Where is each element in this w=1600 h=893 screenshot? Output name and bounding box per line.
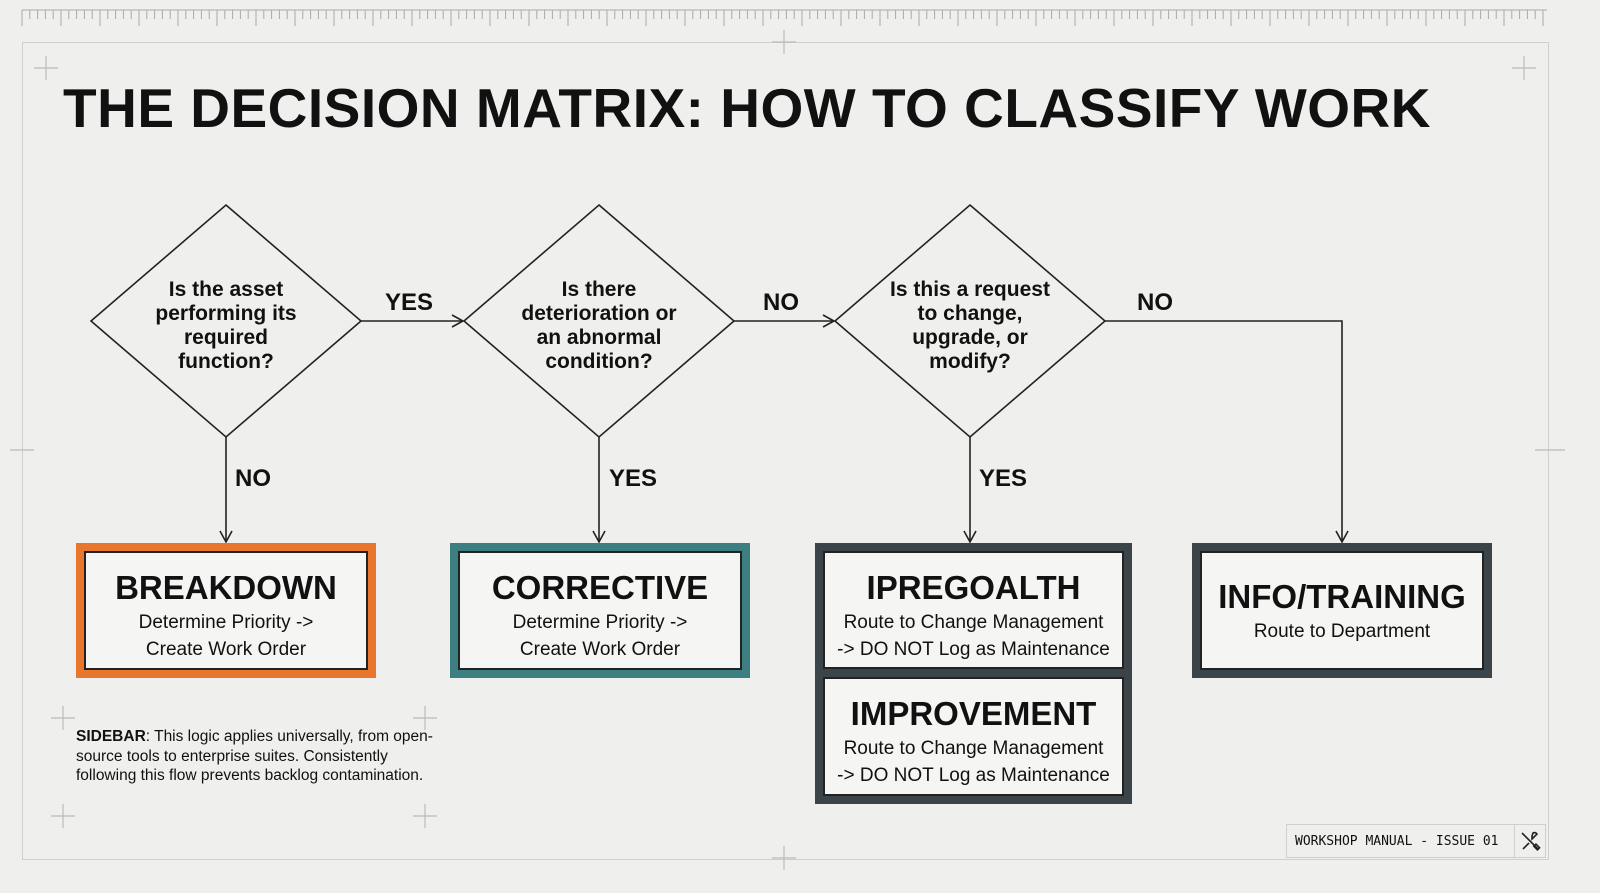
outcome-line: Determine Priority -> <box>138 612 314 633</box>
outcome-line: Determine Priority -> <box>512 612 688 633</box>
edge-label-no: NO <box>763 289 799 316</box>
sidebar-text: : This logic applies universally, from o… <box>76 728 433 784</box>
sidebar-label: SIDEBAR <box>76 728 146 745</box>
outcome-ipregoalth: IPREGOALTH Route to Change Management ->… <box>823 551 1124 669</box>
outcome-improvement: IMPROVEMENT Route to Change Management -… <box>823 677 1124 796</box>
decision-question-2: Is there deterioration or an abnormal co… <box>521 278 677 373</box>
arrow-d3-no <box>1105 320 1349 544</box>
tools-icon <box>1514 825 1545 857</box>
edge-label-no: NO <box>1137 289 1173 316</box>
decision-question-1: Is the asset performing its required fun… <box>155 278 297 373</box>
outcome-title: INFO/TRAINING <box>1218 578 1466 615</box>
outcome-title: BREAKDOWN <box>115 569 337 606</box>
outcome-title: IMPROVEMENT <box>850 695 1097 732</box>
edge-label-yes: YES <box>385 289 434 316</box>
outcome-corrective: CORRECTIVE Determine Priority -> Create … <box>450 543 750 678</box>
outcome-line: Create Work Order <box>145 639 307 660</box>
outcome-change-group: IPREGOALTH Route to Change Management ->… <box>815 543 1132 804</box>
outcome-line: -> DO NOT Log as Maintenance <box>837 765 1110 786</box>
footer-text: WORKSHOP MANUAL - ISSUE 01 <box>1295 833 1499 849</box>
decision-question-3: Is this a request to change, upgrade, or… <box>890 278 1050 373</box>
edge-label-no: NO <box>235 465 271 492</box>
ruler <box>21 9 1547 26</box>
outcome-breakdown: BREAKDOWN Determine Priority -> Create W… <box>76 543 376 678</box>
ruler-ticks <box>21 9 1547 26</box>
crosshair-marks <box>10 30 1565 870</box>
outcome-line: Route to Change Management <box>843 738 1104 759</box>
outcome-line: Route to Change Management <box>843 612 1104 633</box>
sidebar-note: SIDEBAR: This logic applies universally,… <box>76 727 436 786</box>
footer-badge: WORKSHOP MANUAL - ISSUE 01 <box>1286 824 1546 858</box>
outcome-line: Create Work Order <box>519 639 681 660</box>
outcome-title: CORRECTIVE <box>491 569 709 606</box>
outcome-info-training: INFO/TRAINING Route to Department <box>1192 543 1492 678</box>
outcome-line: -> DO NOT Log as Maintenance <box>837 639 1110 660</box>
edge-label-yes: YES <box>609 465 658 492</box>
outcome-title: IPREGOALTH <box>866 569 1081 606</box>
edge-label-yes: YES <box>979 465 1028 492</box>
page-title: THE DECISION MATRIX: HOW TO CLASSIFY WOR… <box>63 77 1431 139</box>
outcome-line: Route to Department <box>1253 621 1431 642</box>
